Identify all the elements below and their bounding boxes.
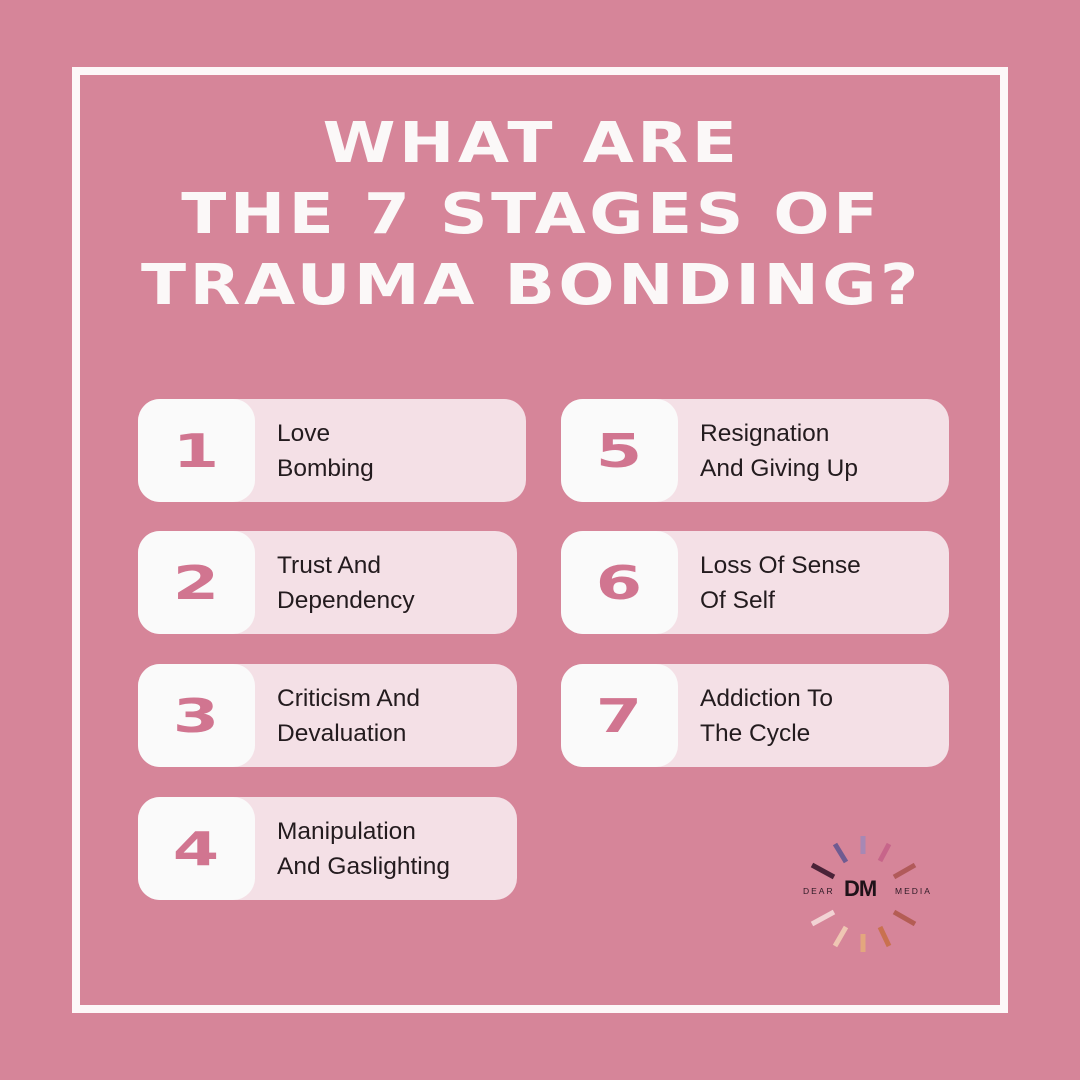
stage-card-7: 7 Addiction To The Cycle (561, 664, 949, 767)
stage-card-1: 1 Love Bombing (138, 399, 526, 502)
stage-label-line: Addiction To (700, 684, 834, 712)
stage-label-line: Devaluation (277, 719, 407, 747)
stage-label-line: Of Self (700, 586, 775, 614)
stage-number: 2 (173, 555, 220, 610)
stage-card-5: 5 Resignation And Giving Up (561, 399, 949, 502)
stage-number: 5 (596, 423, 643, 478)
stage-card-3: 3 Criticism And Devaluation (138, 664, 517, 767)
stage-label-line: Trust And (277, 551, 381, 579)
stage-label-line: Manipulation (277, 817, 416, 845)
white-frame-border (72, 67, 1008, 1013)
stage-card-4: 4 Manipulation And Gaslighting (138, 797, 517, 900)
title-line-3: TRAUMA BONDING? (141, 253, 922, 318)
page-title: WHAT ARE THE 7 STAGES OF TRAUMA BONDING? (0, 108, 1080, 321)
stage-number-box: 3 (138, 664, 255, 767)
stage-label-line: Dependency (277, 586, 415, 614)
stage-label-line: Loss Of Sense (700, 551, 861, 579)
stage-label: Addiction To The Cycle (700, 681, 833, 751)
stage-number-box: 4 (138, 797, 255, 900)
stage-label-line: Criticism And (277, 684, 420, 712)
stage-number-box: 2 (138, 531, 255, 634)
stage-label: Manipulation And Gaslighting (277, 814, 450, 884)
stage-label: Criticism And Devaluation (277, 681, 420, 751)
title-line-2: THE 7 STAGES OF (181, 182, 882, 247)
stage-label-line: The Cycle (700, 719, 811, 747)
stage-number: 1 (173, 423, 220, 478)
stage-label-line: Love (277, 419, 331, 447)
stage-card-6: 6 Loss Of Sense Of Self (561, 531, 949, 634)
sunburst-icon (810, 836, 917, 952)
stage-label-line: And Gaslighting (277, 852, 450, 880)
logo-text-dear: DEAR (803, 886, 835, 896)
stage-label-line: Resignation (700, 419, 830, 447)
stage-number: 7 (596, 688, 643, 743)
stage-label-line: And Giving Up (700, 454, 858, 482)
stage-number-box: 5 (561, 399, 678, 502)
stage-label: Love Bombing (277, 416, 374, 486)
stage-number-box: 6 (561, 531, 678, 634)
stage-number: 6 (596, 555, 643, 610)
title-line-1: WHAT ARE (322, 111, 741, 176)
stage-number: 4 (173, 821, 220, 876)
logo-text-media: MEDIA (895, 886, 932, 896)
stage-label: Resignation And Giving Up (700, 416, 858, 486)
stage-number-box: 7 (561, 664, 678, 767)
stage-label-line: Bombing (277, 454, 374, 482)
stage-label: Loss Of Sense Of Self (700, 548, 861, 618)
dear-media-logo: DEAR DM MEDIA (800, 820, 940, 960)
stage-card-2: 2 Trust And Dependency (138, 531, 517, 634)
stage-number-box: 1 (138, 399, 255, 502)
stage-number: 3 (173, 688, 220, 743)
logo-monogram: DM (844, 876, 877, 901)
stage-label: Trust And Dependency (277, 548, 415, 618)
